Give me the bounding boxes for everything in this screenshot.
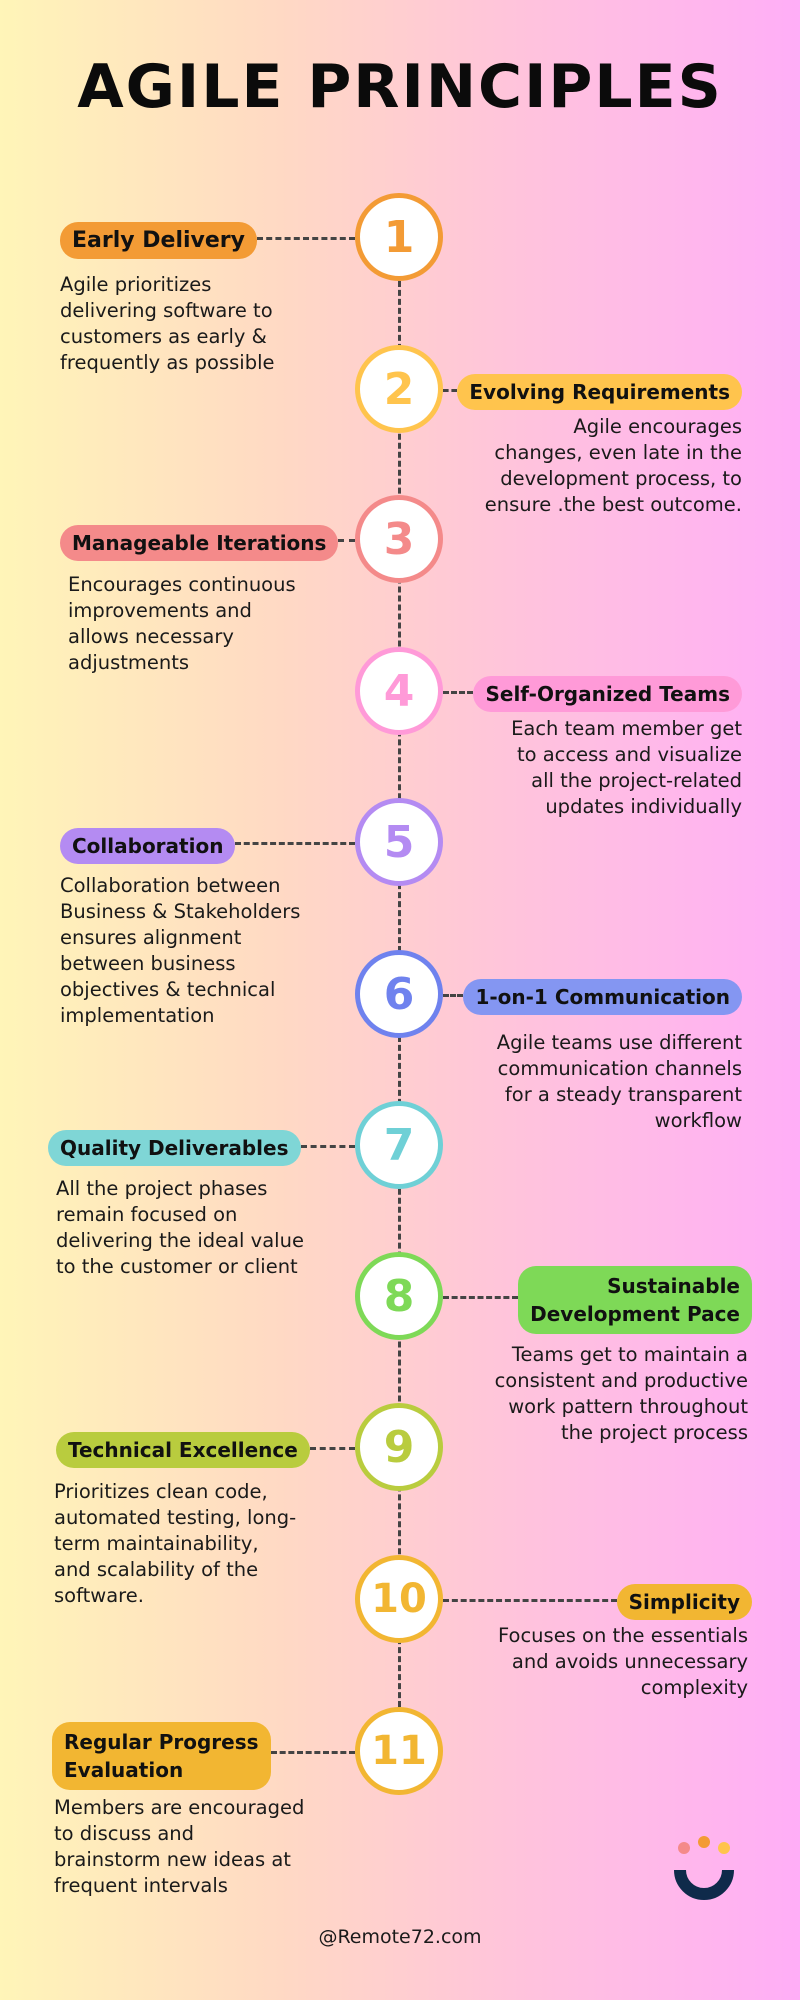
principle-label: Simplicity <box>616 1584 752 1620</box>
logo-dot-3 <box>718 1842 730 1854</box>
step-number-circle: 9 <box>355 1403 443 1491</box>
dashed-connector <box>300 1145 355 1148</box>
step-number-circle: 4 <box>355 647 443 735</box>
dashed-connector <box>443 389 458 392</box>
dashed-connector <box>309 1447 355 1450</box>
step-number-circle: 7 <box>355 1101 443 1189</box>
principle-label: Manageable Iterations <box>60 525 339 561</box>
logo-arc <box>674 1869 734 1900</box>
dashed-connector <box>338 539 355 542</box>
principle-description: Prioritizes clean code,automated testing… <box>54 1480 297 1607</box>
principle-label: Quality Deliverables <box>48 1130 301 1166</box>
page-title: AGILE PRINCIPLES <box>77 52 723 122</box>
logo-dot-1 <box>678 1842 690 1854</box>
principle-label: Evolving Requirements <box>457 374 742 410</box>
step-number-circle: 5 <box>355 798 443 886</box>
step-number-circle: 8 <box>355 1252 443 1340</box>
dashed-connector <box>443 1296 519 1299</box>
principle-label: 1-on-1 Communication <box>463 979 742 1015</box>
principle-label: Collaboration <box>60 828 236 864</box>
dashed-connector <box>443 691 474 694</box>
principle-label: Technical Excellence <box>56 1432 310 1468</box>
step-number-circle: 6 <box>355 950 443 1038</box>
step-number-circle: 2 <box>355 345 443 433</box>
step-number-circle: 10 <box>355 1555 443 1643</box>
step-number-circle: 3 <box>355 495 443 583</box>
step-number-circle: 1 <box>355 193 443 281</box>
dashed-connector <box>443 994 464 997</box>
step-number-circle: 11 <box>355 1707 443 1795</box>
dashed-connector <box>270 1751 355 1754</box>
dashed-connector <box>443 1599 617 1602</box>
principle-label: Self-Organized Teams <box>473 676 742 712</box>
dashed-connector <box>235 842 355 845</box>
principle-label: Early Delivery <box>60 222 257 259</box>
logo-dot-2 <box>698 1836 710 1848</box>
remote72-logo-icon <box>674 1836 734 1900</box>
footer-credit: @Remote72.com <box>318 1926 482 1948</box>
dashed-connector <box>256 237 355 240</box>
